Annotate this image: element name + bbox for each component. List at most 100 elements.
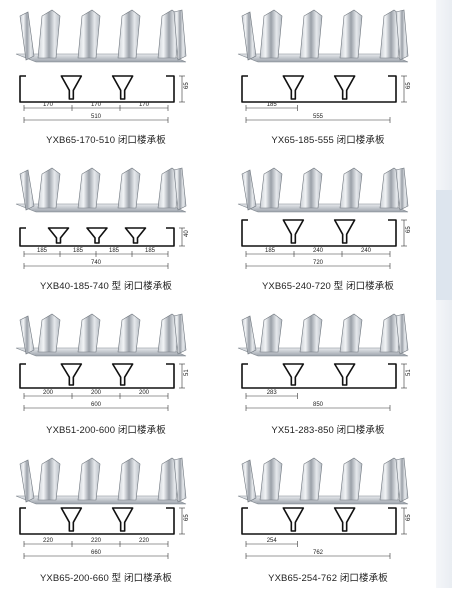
side-panel-accent (436, 190, 452, 300)
closed-rib (282, 507, 305, 532)
height-dimension (401, 363, 407, 389)
segment-label: 185 (37, 248, 48, 254)
segment-label: 220 (139, 538, 150, 544)
profile-outline (19, 507, 175, 535)
closed-rib (60, 75, 83, 100)
deck-base (15, 203, 187, 213)
total-dimension (245, 263, 391, 269)
total-dimension (23, 263, 169, 269)
height-label: 65 (406, 514, 412, 521)
segment-dimensions (23, 393, 169, 399)
deck-base (237, 347, 409, 357)
profile-outline (241, 363, 397, 389)
segment-label: 254 (267, 538, 278, 544)
deck-flange (19, 459, 35, 503)
segment-dimensions (245, 541, 298, 547)
segment-label: 220 (43, 538, 54, 544)
total-label: 510 (91, 114, 102, 120)
profile-drawing (19, 75, 175, 103)
deck-rib (117, 167, 141, 209)
profile-outline (241, 219, 397, 247)
deck-photo (237, 9, 409, 63)
profile-outline (19, 363, 175, 389)
deck-rib (339, 9, 363, 59)
height-label: 40 (184, 230, 190, 237)
segment-label: 170 (139, 102, 150, 108)
closed-rib (124, 227, 147, 244)
product-caption: YXB65-240-720 型 闭口楼承板 (262, 281, 394, 292)
profile-outline (241, 507, 397, 535)
deck-rib (259, 167, 283, 209)
deck-rib (339, 313, 363, 353)
deck-flange (395, 313, 409, 355)
segment-label: 170 (91, 102, 102, 108)
closed-rib (111, 75, 134, 100)
total-dimension (245, 553, 391, 559)
deck-base (15, 53, 187, 63)
deck-flange (19, 315, 35, 355)
segment-dimensions (245, 393, 298, 399)
deck-photo (237, 167, 409, 213)
deck-rib (77, 9, 101, 59)
deck-rib (339, 457, 363, 501)
height-dimension (179, 75, 185, 103)
closed-rib (333, 507, 356, 532)
deck-flange (241, 459, 257, 503)
deck-rib (117, 9, 141, 59)
deck-rib (117, 313, 141, 353)
deck-base (15, 495, 187, 505)
deck-rib (37, 457, 61, 501)
height-dimension (401, 219, 407, 247)
closed-rib (282, 363, 305, 386)
profile-drawing (241, 75, 397, 103)
total-label: 762 (313, 550, 324, 556)
segment-dimensions (23, 541, 169, 547)
deck-base (237, 495, 409, 505)
segment-label: 185 (265, 248, 276, 254)
segment-dimensions (245, 105, 298, 111)
deck-rib (37, 313, 61, 353)
deck-rib (299, 167, 323, 209)
segment-label: 185 (73, 248, 84, 254)
height-dimension (401, 507, 407, 535)
segment-label: 200 (139, 390, 150, 396)
closed-rib (111, 507, 134, 532)
product-caption: YXB65-200-660 型 闭口楼承板 (40, 573, 172, 584)
deck-rib (117, 457, 141, 501)
deck-rib (259, 313, 283, 353)
profile-outline (241, 75, 397, 103)
deck-flange (173, 9, 187, 61)
profile-outline (19, 75, 175, 103)
closed-rib (282, 219, 305, 244)
deck-rib (37, 167, 61, 209)
segment-label: 200 (91, 390, 102, 396)
total-dimension (23, 117, 169, 123)
deck-flange (241, 315, 257, 355)
total-dimension (245, 117, 391, 123)
product-caption: YXB65-170-510 闭口楼承板 (46, 135, 166, 146)
closed-rib (333, 363, 356, 386)
segment-label: 185 (109, 248, 120, 254)
height-dimension (179, 227, 185, 247)
height-dimension (179, 507, 185, 535)
deck-rib (259, 457, 283, 501)
profile-drawing (19, 363, 175, 389)
deck-flange (173, 167, 187, 211)
profile-outline (19, 227, 175, 247)
deck-base (237, 53, 409, 63)
product-caption: YXB40-185-740 型 闭口楼承板 (40, 281, 172, 292)
product-caption: YX51-283-850 闭口楼承板 (271, 425, 385, 436)
deck-flange (19, 11, 35, 61)
